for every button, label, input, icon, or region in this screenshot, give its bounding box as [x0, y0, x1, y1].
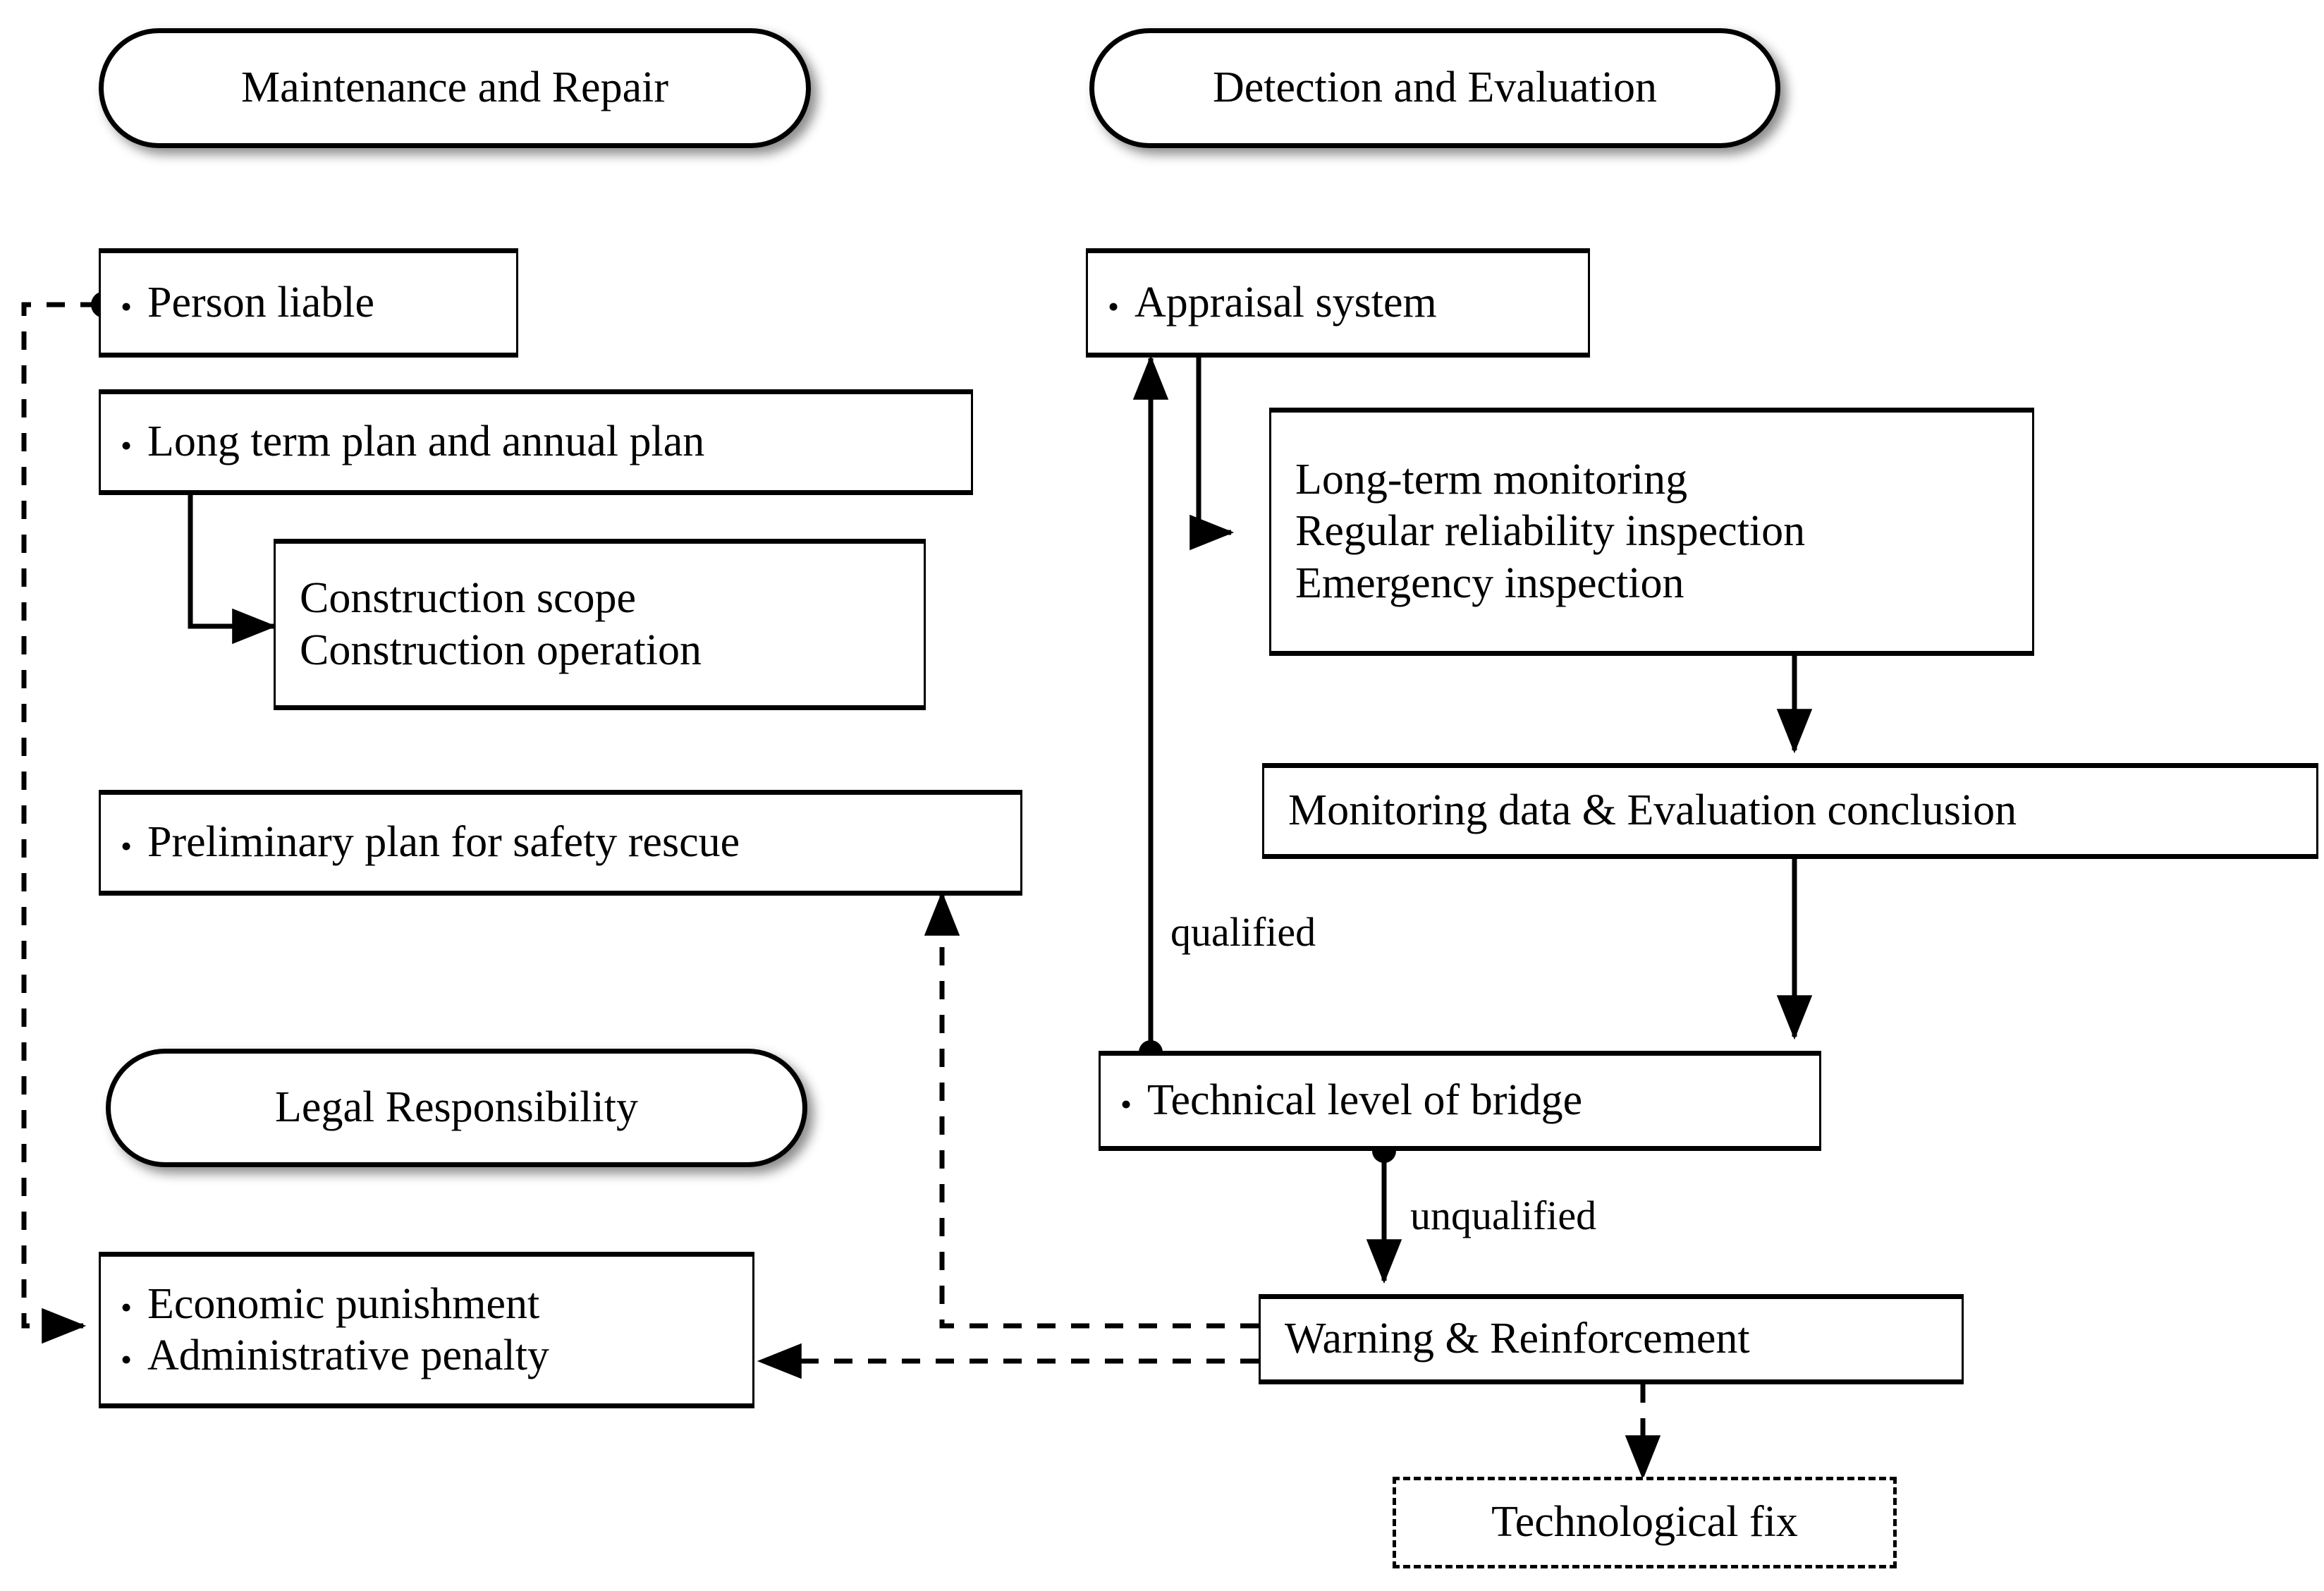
header-detection-and-evaluation: Detection and Evaluation	[1089, 28, 1780, 148]
node-technical-level: Technical level of bridge	[1099, 1051, 1821, 1151]
node-line: Preliminary plan for safety rescue	[101, 817, 1020, 868]
node-line: Technical level of bridge	[1101, 1075, 1819, 1126]
node-appraisal-system: Appraisal system	[1086, 248, 1590, 358]
node-warning-reinforcement: Warning & Reinforcement	[1259, 1294, 1964, 1384]
header-label: Detection and Evaluation	[1212, 63, 1658, 112]
node-line: Administrative penalty	[101, 1330, 752, 1382]
node-construction: Construction scope Construction operatio…	[274, 539, 926, 710]
node-inspection-types: Long-term monitoring Regular reliability…	[1269, 408, 2034, 656]
node-line: Construction operation	[300, 626, 702, 674]
edge-appraisal-to-inspection	[1189, 331, 1235, 551]
edge-warning-to-preliminary	[924, 891, 1259, 1329]
node-technological-fix: Technological fix	[1393, 1477, 1897, 1568]
node-person-liable: Person liable	[99, 248, 518, 358]
node-line: Technological fix	[1491, 1498, 1798, 1547]
node-line: Economic punishment	[101, 1279, 752, 1330]
header-label: Maintenance and Repair	[241, 63, 668, 112]
node-line: Monitoring data & Evaluation conclusion	[1288, 786, 2017, 835]
node-preliminary-plan: Preliminary plan for safety rescue	[99, 790, 1022, 896]
edge-label-unqualified: unqualified	[1410, 1193, 1597, 1238]
node-economic-punishment: Economic punishment Administrative penal…	[99, 1252, 754, 1408]
node-monitoring-data: Monitoring data & Evaluation conclusion	[1262, 763, 2318, 859]
node-line: Emergency inspection	[1295, 559, 1684, 607]
header-maintenance-and-repair: Maintenance and Repair	[99, 28, 811, 148]
node-line: Regular reliability inspection	[1295, 507, 1806, 556]
node-line: Long-term monitoring	[1295, 456, 1688, 504]
node-line: Person liable	[101, 277, 516, 329]
header-legal-responsibility: Legal Responsibility	[106, 1049, 807, 1167]
header-label: Legal Responsibility	[275, 1083, 638, 1132]
edge-plan-to-construction	[188, 451, 277, 645]
node-long-term-plan: Long term plan and annual plan	[99, 389, 973, 495]
node-line: Warning & Reinforcement	[1285, 1315, 1750, 1363]
edge-label-qualified: qualified	[1170, 909, 1316, 955]
edge-person-liable-to-penalty	[21, 302, 99, 1344]
node-line: Long term plan and annual plan	[101, 416, 971, 468]
node-line: Construction scope	[300, 574, 636, 623]
node-line: Appraisal system	[1088, 277, 1588, 329]
